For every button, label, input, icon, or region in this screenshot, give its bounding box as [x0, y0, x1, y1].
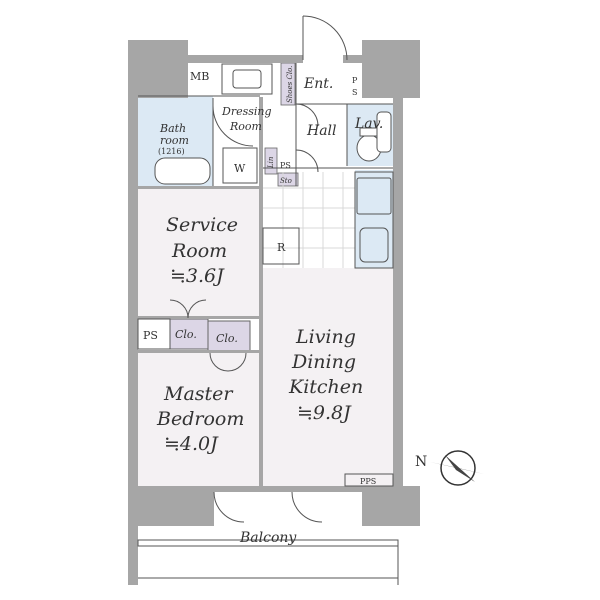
master-closet: [207, 320, 251, 352]
bath-size-label: (1216): [158, 147, 185, 156]
service-room-floor: [138, 189, 262, 317]
living-floor: [263, 268, 393, 486]
linen-label: Lin: [267, 156, 275, 169]
walls: [128, 40, 420, 585]
balcony-label: Balcony: [239, 530, 297, 546]
ps-mid-label: PS: [143, 329, 158, 342]
entrance-label: Ent.: [303, 76, 333, 92]
labels: MB Ent. Shoes Clo. P S Dressing Room Hal…: [143, 66, 383, 546]
master-bedroom-floor: [138, 352, 262, 486]
service-room-size: ≒3.6J: [170, 265, 225, 287]
hall-label: Hall: [306, 123, 337, 139]
bath-label-2: room: [160, 134, 189, 147]
dressing-label-1: Dressing: [221, 105, 272, 118]
lav-sink: [376, 111, 392, 153]
washer-box: [222, 147, 258, 184]
living-label-3: Kitchen: [288, 376, 363, 398]
ps-top-s-label: S: [352, 88, 357, 97]
pps-label: PPS: [360, 477, 376, 486]
compass-icon: N: [415, 450, 484, 486]
shoes-closet-label: Shoes Clo.: [286, 66, 294, 103]
living-size: ≒9.8J: [297, 402, 352, 424]
interior-lines: [137, 63, 399, 585]
bathtub: [154, 157, 211, 185]
master-bedroom-label-1: Master: [163, 383, 234, 405]
fixtures: [154, 111, 392, 185]
washer-label: W: [234, 162, 246, 175]
service-closet-label: Clo.: [175, 328, 197, 341]
storage-label: Sto: [280, 177, 292, 185]
master-bedroom-label-2: Bedroom: [156, 408, 244, 430]
living-label-1: Living: [295, 326, 356, 348]
bath-label-1: Bath: [159, 122, 186, 135]
service-room-label-2: Room: [171, 240, 227, 262]
master-closet-label: Clo.: [216, 332, 238, 345]
dressing-label-2: Room: [229, 120, 262, 133]
refrigerator-label: R: [277, 241, 286, 254]
mb-label: MB: [190, 70, 209, 83]
door-swings: [169, 15, 348, 523]
ps-top-p-label: P: [352, 76, 358, 85]
compass-north-label: N: [415, 454, 427, 470]
service-room-label-1: Service: [166, 214, 238, 236]
kitchen-counter-floor: [355, 170, 393, 268]
ps-small-label: PS: [280, 161, 291, 170]
living-label-2: Dining: [291, 351, 356, 373]
master-bedroom-size: ≒4.0J: [164, 433, 219, 455]
lavatory-label: Lav.: [354, 116, 383, 132]
